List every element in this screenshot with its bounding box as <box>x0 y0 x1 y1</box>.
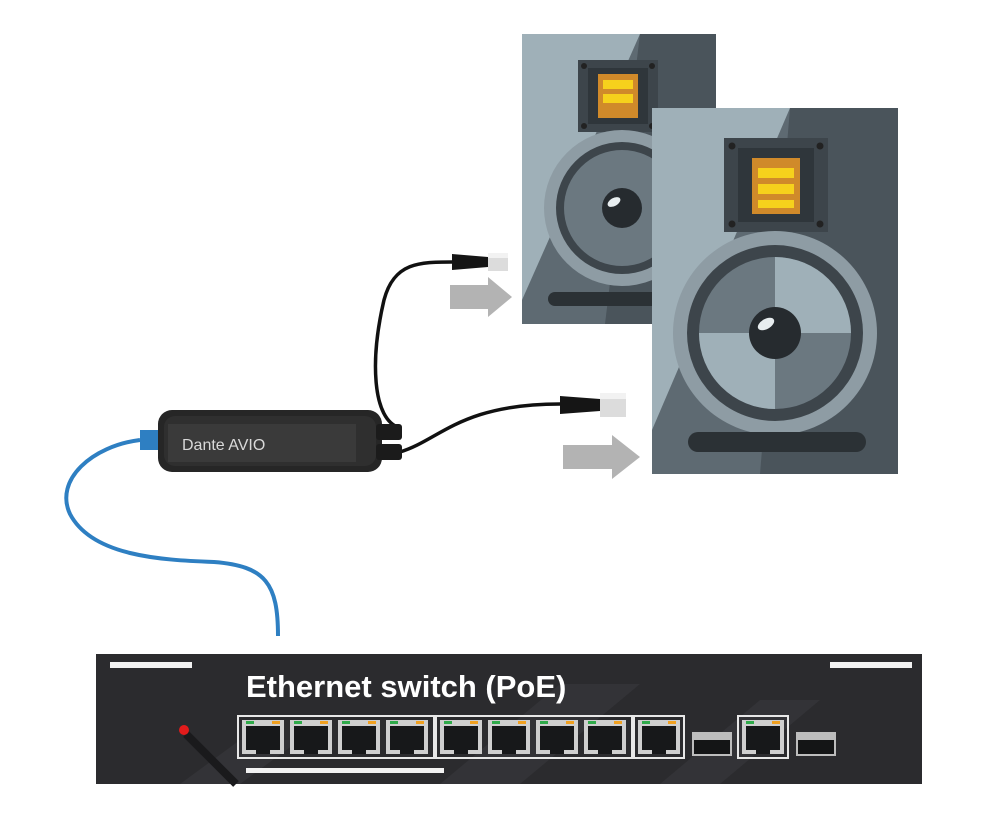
arrow-to-front-speaker <box>563 435 640 479</box>
dante-avio-adapter: Dante AVIO <box>158 410 402 472</box>
rj45-port <box>338 720 380 754</box>
device-label: Dante AVIO <box>182 437 265 454</box>
speaker-front <box>652 108 898 474</box>
power-led <box>179 725 189 735</box>
rj45-port <box>242 720 284 754</box>
xlr-cable-back <box>373 253 508 430</box>
rj45-port <box>290 720 332 754</box>
rj45-port <box>638 720 680 754</box>
switch-ports <box>242 720 836 756</box>
network-cable <box>64 438 280 637</box>
rj45-port <box>584 720 626 754</box>
rj45-port <box>488 720 530 754</box>
rj45-port <box>742 720 784 754</box>
rj45-plug <box>140 430 158 450</box>
arrow-to-back-speaker <box>450 277 512 317</box>
sfp-port <box>692 732 732 756</box>
rj45-port <box>386 720 428 754</box>
rj45-port <box>536 720 578 754</box>
rj45-port <box>440 720 482 754</box>
switch-label: Ethernet switch (PoE) <box>246 669 566 704</box>
sfp-port <box>796 732 836 756</box>
xlr-cable-front <box>399 393 626 454</box>
ethernet-switch: Ethernet switch (PoE) <box>96 654 922 787</box>
